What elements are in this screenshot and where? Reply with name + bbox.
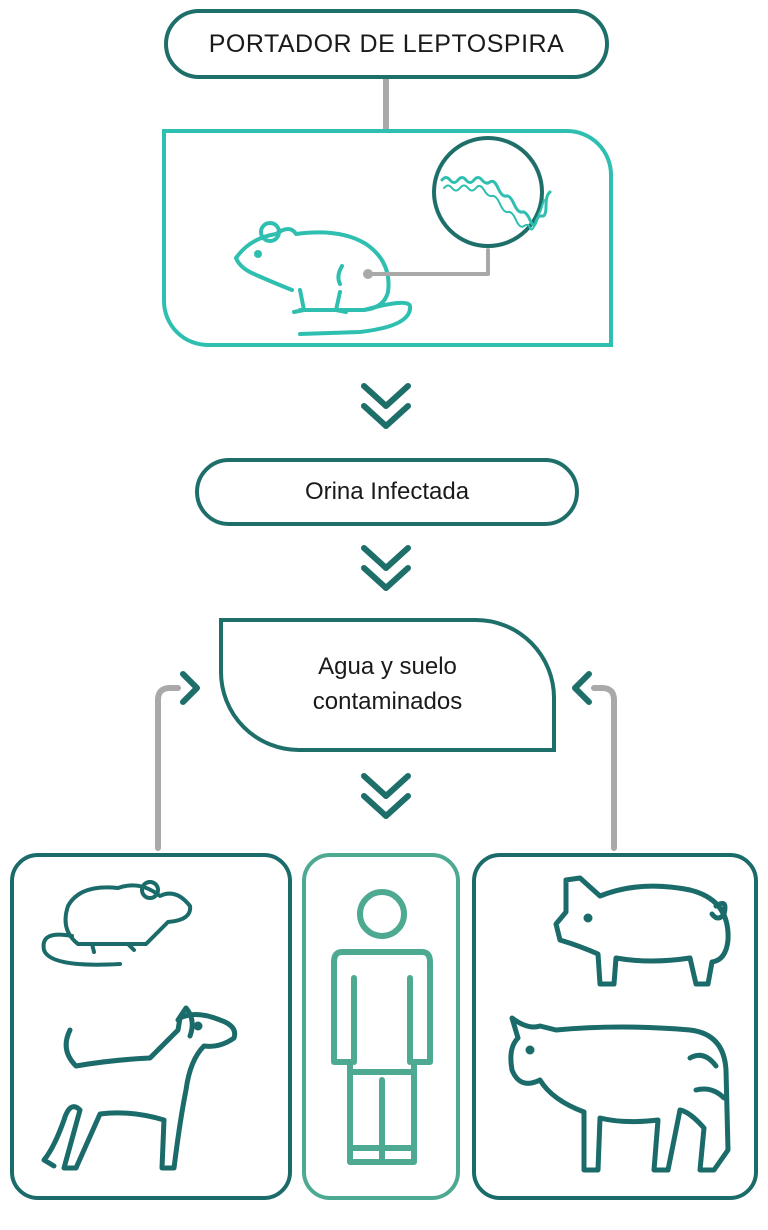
- magnifier-bacteria-icon: [432, 136, 552, 248]
- livestock-panel: [472, 853, 758, 1200]
- contaminated-environment-box: Agua y suelo contaminados: [219, 618, 556, 752]
- human-icon: [331, 889, 433, 1165]
- mouse-icon: [41, 880, 193, 967]
- chevron-down-icon: [361, 383, 411, 429]
- rat-icon: [234, 221, 413, 336]
- cow-icon: [508, 1015, 731, 1173]
- chevron-left-icon: [572, 671, 592, 705]
- human-panel: [302, 853, 460, 1200]
- environment-label-line2: contaminados: [312, 688, 463, 715]
- pig-icon: [553, 875, 731, 987]
- carrier-title: PORTADOR DE LEPTOSPIRA: [208, 29, 565, 58]
- left-return-connector: [155, 685, 181, 851]
- infected-urine-label: Orina Infectada: [304, 478, 470, 505]
- infected-urine-box: Orina Infectada: [195, 458, 579, 526]
- chevron-down-icon: [361, 545, 411, 591]
- dog-icon: [41, 1005, 238, 1171]
- carrier-rat-panel: [162, 129, 613, 347]
- chevron-down-icon: [361, 773, 411, 819]
- magnifier-pointer-line: [366, 248, 490, 276]
- carrier-title-box: PORTADOR DE LEPTOSPIRA: [164, 9, 609, 79]
- right-return-connector: [591, 685, 617, 851]
- environment-label-line1: Agua y suelo: [318, 653, 457, 681]
- chevron-right-icon: [180, 671, 200, 705]
